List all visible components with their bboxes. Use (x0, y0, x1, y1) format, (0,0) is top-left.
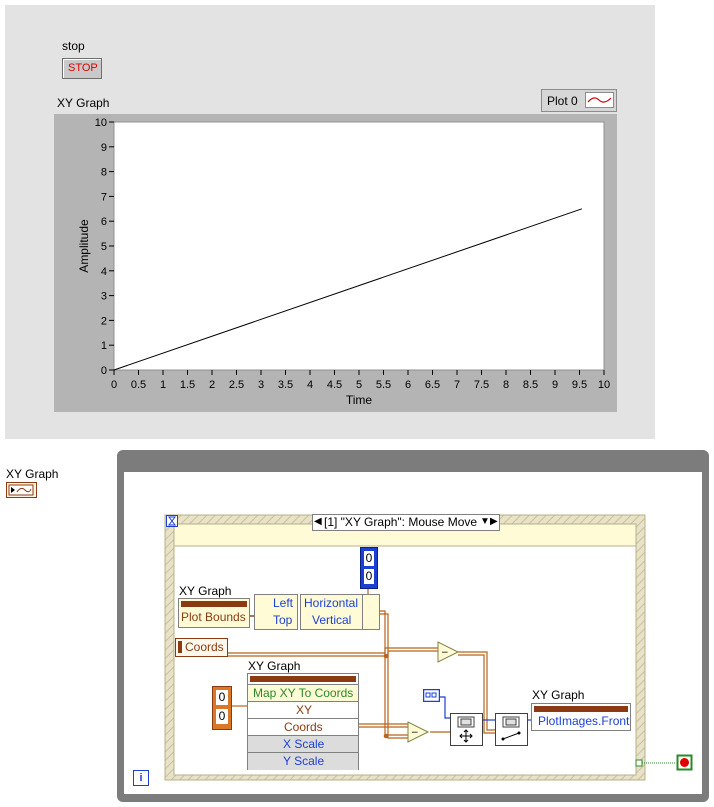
draw-picture-vi-icon[interactable] (495, 713, 528, 746)
x-tick-label: 7.5 (474, 379, 489, 391)
x-tick-label: 3.5 (278, 379, 293, 391)
x-tick-label: 8 (503, 379, 509, 391)
x-tick-label: 7 (454, 379, 460, 391)
y-tick-label: 7 (101, 191, 107, 203)
event-case-label: [1] "XY Graph": Mouse Move (324, 515, 478, 529)
plot-images-property[interactable]: PlotImages.Front (538, 714, 630, 728)
graph-label: XY Graph (57, 96, 110, 110)
x-tick-label: 4 (307, 379, 313, 391)
y-tick-label: 9 (101, 142, 107, 154)
x-tick-label: 5.5 (376, 379, 391, 391)
event-case-selector[interactable]: ◀ [1] "XY Graph": Mouse Move ▼ ▶ (312, 514, 500, 531)
cluster-const-bottom[interactable]: 0 (364, 569, 374, 584)
svg-text:−: − (441, 648, 449, 658)
y-tick-label: 6 (101, 216, 107, 228)
y-axis-label: Amplitude (77, 219, 91, 273)
node1-label: XY Graph (179, 584, 232, 598)
y-tick-label: 3 (101, 291, 107, 303)
node3-label: XY Graph (532, 688, 585, 702)
loop-condition-stop-icon[interactable] (676, 754, 693, 771)
terminal-label: XY Graph (6, 467, 59, 481)
x-tick-label: 8.5 (523, 379, 538, 391)
stop-label: stop (62, 39, 85, 53)
x-tick-label: 9.5 (572, 379, 587, 391)
plot-legend[interactable]: Plot 0 (541, 89, 617, 112)
array-const-bottom[interactable]: 0 (216, 709, 228, 724)
x-tick-label: 6.5 (425, 379, 440, 391)
build-array[interactable] (362, 594, 380, 630)
legend-label: Plot 0 (547, 94, 578, 108)
coords-param[interactable]: Coords (284, 720, 323, 734)
x-tick-label: 1 (160, 379, 166, 391)
plot-area (113, 121, 605, 371)
x-tick-label: 6 (405, 379, 411, 391)
x-tick-label: 0.5 (131, 379, 146, 391)
invoke-node-map-xy[interactable]: Map XY To Coords XY Coords X Scale Y Sca… (247, 673, 359, 770)
x-tick-label: 4.5 (327, 379, 342, 391)
hourglass-icon (166, 515, 178, 527)
x-tick-label: 3 (258, 379, 264, 391)
top-element: Top (273, 613, 293, 627)
map-xy-method[interactable]: Map XY To Coords (253, 686, 354, 700)
x-scale-param[interactable]: X Scale (283, 737, 325, 751)
case-dropdown-icon[interactable]: ▼ (480, 516, 490, 527)
y-tick-label: 10 (95, 117, 107, 129)
y-tick-label: 2 (101, 315, 107, 327)
plot-bounds-property[interactable]: Plot Bounds (181, 610, 246, 624)
xy-graph-terminal-icon[interactable] (6, 482, 37, 498)
cluster-const-top[interactable]: 0 (364, 551, 374, 566)
cluster-constant[interactable]: 0 0 (360, 547, 378, 589)
ring-constant-icon[interactable] (423, 689, 440, 702)
y-tick-label: 0 (101, 365, 107, 377)
xy-graph[interactable]: 0 1 2 3 4 5 6 7 8 9 10 0 0.5 1 1.5 2 2.5 3 3.5 4 4.5 5 5.5 6 6.5… (54, 114, 617, 412)
x-tick-label: 0 (111, 379, 117, 391)
ref-bar (181, 601, 247, 607)
iteration-terminal[interactable]: i (133, 770, 149, 786)
horizontal-element: Horizontal (304, 596, 359, 610)
bundle-by-name[interactable]: Horizontal Vertical (300, 594, 364, 630)
y-tick-label: 1 (101, 340, 107, 352)
y-tick-label: 4 (101, 266, 107, 278)
left-element: Left (273, 596, 294, 610)
coords-label: Coords (185, 640, 224, 654)
node2-label: XY Graph (248, 659, 301, 673)
xy-param[interactable]: XY (296, 703, 313, 717)
x-tick-label: 2 (209, 379, 215, 391)
array-constant[interactable]: 0 0 (212, 686, 232, 730)
xy-graph-plot: 0 1 2 3 4 5 6 7 8 9 10 0 0.5 1 1.5 2 2.5 3 3.5 4 4.5 5 5.5 6 6.5… (77, 117, 610, 407)
stop-button[interactable]: STOP (62, 58, 102, 79)
unbundle-by-name[interactable]: Left Top (254, 594, 298, 630)
y-scale-param[interactable]: Y Scale (283, 754, 325, 768)
x-tick-label: 1.5 (180, 379, 195, 391)
legend-line-icon (585, 92, 614, 108)
property-node-plot-images[interactable]: PlotImages.Front (531, 703, 631, 731)
x-tick-label: 2.5 (229, 379, 244, 391)
y-tick-label: 8 (101, 167, 107, 179)
x-tick-label: 5 (356, 379, 362, 391)
x-axis-label: Time (346, 393, 373, 407)
x-tick-label: 9 (552, 379, 558, 391)
coords-terminal[interactable]: Coords (175, 638, 228, 657)
stop-button-text: STOP (68, 62, 98, 74)
y-tick-label: 5 (101, 241, 107, 253)
svg-text:−: − (411, 728, 419, 738)
property-node-plot-bounds[interactable]: Plot Bounds (178, 598, 250, 628)
case-increment-icon[interactable]: ▶ (490, 516, 498, 527)
x-tick-label: 10 (598, 379, 610, 391)
translate-picture-vi-icon[interactable] (450, 713, 483, 746)
case-decrement-icon[interactable]: ◀ (314, 516, 322, 527)
array-const-top[interactable]: 0 (216, 690, 228, 705)
series-line-plot-0 (113, 208, 583, 371)
vertical-element: Vertical (312, 613, 352, 627)
